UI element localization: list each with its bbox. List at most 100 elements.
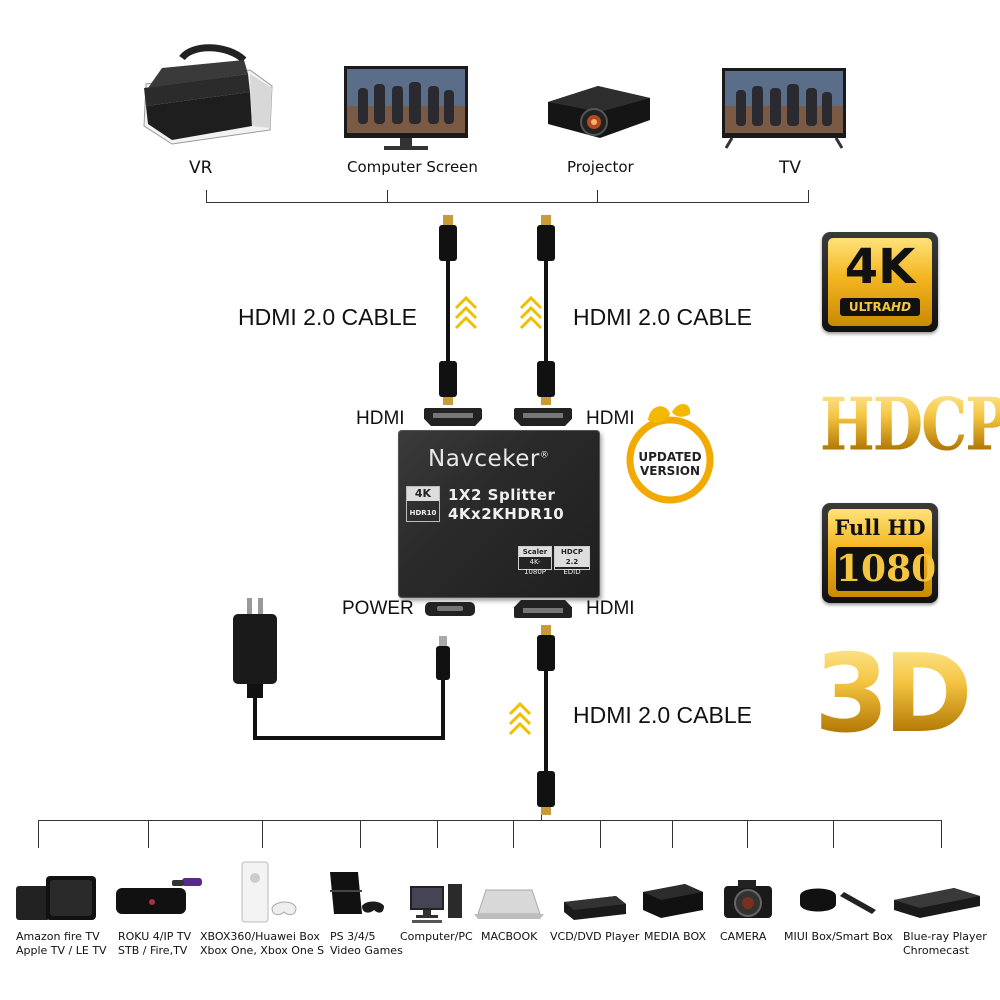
badge-ultrahd: ULTRAHD (840, 298, 920, 316)
media-box-icon (643, 884, 703, 918)
source-label-camera: CAMERA (720, 930, 766, 944)
source-line1: MEDIA BOX (644, 930, 707, 943)
hdmi-cable-in (537, 625, 555, 815)
source-tick (833, 820, 834, 848)
source-line1: VCD/DVD Player (550, 930, 640, 943)
port-label-power: POWER (342, 598, 414, 619)
source-line2: STB / Fire,TV (118, 944, 188, 957)
splitter-title: 1X2 Splitter (448, 486, 556, 504)
tv-icon (722, 68, 846, 149)
output-tick (597, 190, 598, 203)
source-label-computer-pc: Computer/PC (400, 930, 473, 944)
badge-hdcp: HDCP (820, 382, 1000, 467)
badge-fullhd-inner: Full HD 1080 (828, 509, 937, 597)
output-bracket-line (206, 202, 809, 203)
badge-4k-hdr10: 4K HDR10 (406, 486, 440, 522)
source-label-smart-box: MIUI Box/Smart Box (784, 930, 893, 944)
projector-icon (548, 86, 650, 138)
updated-version-badge (626, 403, 714, 504)
badge-ultra-text: ULTRA (848, 300, 892, 314)
fire-tv-box-icon (16, 876, 96, 920)
cable-label-out-left: HDMI 2.0 CABLE (238, 304, 417, 330)
dvd-player-icon (564, 896, 626, 920)
hdmi-output-port-2 (514, 408, 572, 426)
badge-hdr10-text: HDR10 (409, 509, 437, 517)
cable-label-out-right: HDMI 2.0 CABLE (573, 304, 752, 330)
source-line2: Xbox One, Xbox One S (200, 944, 325, 957)
chip-scaler-sub: 4K-1080P (523, 558, 547, 576)
source-label-dvd: VCD/DVD Player (550, 930, 639, 944)
badge-4k-inner: 4K ULTRAHD (828, 238, 932, 326)
source-line1: Computer/PC (400, 930, 473, 943)
hdmi-cable-out-right (537, 215, 555, 405)
splitter-device: Navceker® 4K HDR10 1X2 Splitter 4Kx2KHDR… (398, 430, 600, 598)
updated-version-text: UPDATED VERSION (632, 450, 708, 478)
power-adapter-icon (233, 598, 450, 740)
source-label-macbook: MACBOOK (481, 930, 537, 944)
chip-scaler-label: Scaler (519, 547, 551, 557)
bluray-player-icon (894, 888, 980, 918)
chip-edid-label: EDID (563, 568, 581, 576)
source-trunk (541, 815, 542, 821)
badge-4k-ultra-hd: 4K ULTRAHD (822, 232, 938, 332)
source-line2: Apple TV / LE TV (16, 944, 107, 957)
source-tick (600, 820, 601, 848)
hdmi-output-port-1 (424, 408, 482, 426)
output-tick (387, 190, 388, 203)
badge-4k-big: 4K (844, 239, 916, 295)
badge-4k-text: 4K (407, 487, 439, 501)
source-line1: MIUI Box/Smart Box (784, 930, 893, 943)
splitter-brand: Navceker® (428, 446, 549, 472)
badge-full-hd-1080: Full HD 1080 (822, 503, 938, 603)
badge-fullhd-line2: 1080 (836, 547, 937, 591)
source-line1: Amazon fire TV (16, 930, 100, 943)
hdmi-input-port (514, 600, 572, 618)
source-line1: PS 3/4/5 (330, 930, 376, 943)
source-tick (148, 820, 149, 848)
source-bracket-line (38, 820, 942, 821)
roku-box-icon (116, 878, 202, 914)
source-tick (941, 820, 942, 848)
source-tick (672, 820, 673, 848)
source-line1: ROKU 4/IP TV (118, 930, 192, 943)
badge-fullhd-line1: Full HD (834, 515, 926, 540)
updated-line1: UPDATED (638, 450, 702, 464)
camera-icon (724, 880, 772, 918)
playstation-console-icon (330, 872, 384, 914)
source-tick (513, 820, 514, 848)
source-line1: XBOX360/Huawei Box (200, 930, 320, 943)
desktop-pc-icon (410, 884, 462, 923)
updated-line2: VERSION (639, 464, 701, 478)
output-tick (808, 190, 809, 203)
chip-scaler: Scaler 4K-1080P (518, 546, 552, 576)
smart-box-icon (800, 888, 876, 914)
port-label-in: HDMI (586, 598, 635, 619)
device-label-computer-screen: Computer Screen (347, 158, 478, 176)
source-line1: MACBOOK (481, 930, 538, 943)
brand-text: Navceker (428, 446, 540, 472)
laptop-icon (474, 889, 544, 919)
chip-hdcp: HDCP 2.2 EDID (554, 546, 590, 576)
arrow-up-icon (454, 295, 478, 330)
badge-hd-text: HD (891, 300, 912, 314)
xbox-console-icon (241, 861, 297, 923)
registered-mark: ® (539, 450, 550, 461)
source-line1: CAMERA (720, 930, 767, 943)
chip-hdcp-label: HDCP 2.2 (555, 547, 589, 567)
badge-3d: 3D (814, 630, 973, 760)
source-tick (360, 820, 361, 848)
source-tick (437, 820, 438, 848)
device-label-vr: VR (189, 158, 213, 178)
output-tick (206, 190, 207, 203)
source-line2: Video Games (330, 944, 403, 957)
vr-headset-icon (143, 44, 273, 145)
port-label-out-right: HDMI (586, 408, 635, 429)
source-tick (262, 820, 263, 848)
device-label-projector: Projector (567, 158, 634, 176)
source-label-media-box: MEDIA BOX (644, 930, 706, 944)
